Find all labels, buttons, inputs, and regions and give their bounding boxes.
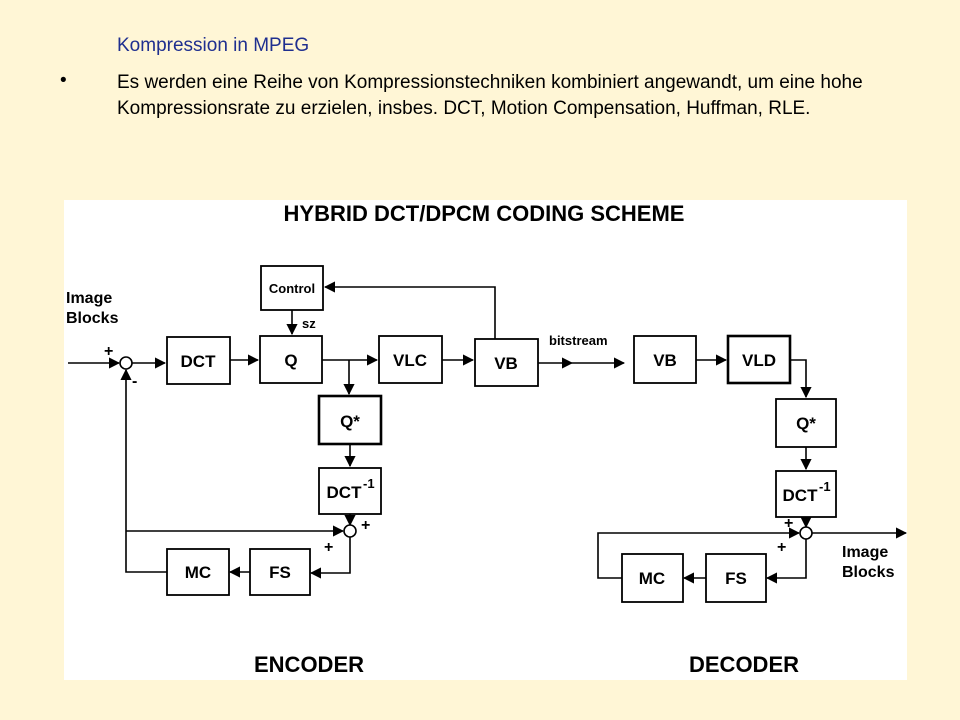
diagram-svg: HYBRID DCT/DPCM CODING SCHEME Image Bloc…	[66, 201, 907, 677]
enc-sum-plus: +	[104, 343, 113, 360]
dec-node-plus-left: +	[777, 539, 786, 556]
decoder-label: DECODER	[689, 652, 799, 677]
vld-label: VLD	[742, 351, 776, 370]
bitstream-label: bitstream	[549, 333, 608, 348]
enc-qinv-box	[317, 394, 383, 446]
enc-node-plus-left: +	[324, 539, 333, 556]
enc-idct-label: DCT	[327, 483, 363, 502]
enc-dct-label: DCT	[181, 352, 217, 371]
diagram-title: HYBRID DCT/DPCM CODING SCHEME	[284, 201, 685, 226]
vld-to-qinv-arrow	[790, 359, 812, 399]
dec-qinv-label: Q*	[796, 414, 816, 433]
enc-qinv-label: Q*	[340, 412, 360, 431]
dec-vb-box	[633, 335, 697, 384]
dec-mc-label: MC	[639, 569, 665, 588]
bullet-symbol: •	[60, 70, 67, 91]
node-to-fs-arrow	[309, 537, 351, 579]
vlc-label: VLC	[393, 351, 427, 370]
dec-vb-label: VB	[653, 351, 677, 370]
enc-vb-box	[474, 338, 539, 387]
dec-node-to-fs-arrow	[765, 539, 807, 584]
output-label-image: Image	[842, 544, 888, 561]
enc-mc-label: MC	[185, 563, 211, 582]
dec-idct-label: DCT	[783, 486, 819, 505]
coding-scheme-diagram: HYBRID DCT/DPCM CODING SCHEME Image Bloc…	[64, 200, 907, 680]
enc-idct-box	[318, 467, 382, 515]
dec-fs-box	[705, 553, 767, 603]
encoder-label: ENCODER	[254, 652, 364, 677]
enc-sum-minus: -	[132, 373, 137, 390]
enc-idct-superscript: -1	[363, 476, 375, 491]
enc-reconstruct-node	[343, 524, 357, 538]
dec-idct-superscript: -1	[819, 479, 831, 494]
dec-idct-box	[775, 470, 837, 518]
input-label-image: Image	[66, 290, 112, 307]
enc-fs-label: FS	[269, 563, 291, 582]
dec-fs-label: FS	[725, 569, 747, 588]
bullet-text: Es werden eine Reihe von Kompressionstec…	[117, 72, 863, 119]
dec-node-plus-top: +	[784, 515, 793, 532]
dec-qinv-box	[775, 398, 837, 448]
enc-vb-label: VB	[494, 354, 518, 373]
output-label-blocks: Blocks	[842, 564, 895, 581]
sz-label: sz	[302, 316, 316, 331]
enc-summing-node	[119, 356, 133, 370]
enc-q-label: Q	[284, 351, 297, 370]
enc-q-box	[259, 335, 323, 384]
slide-title: Kompression in MPEG	[117, 35, 310, 56]
enc-mc-box	[166, 548, 230, 596]
control-box	[260, 265, 324, 311]
control-label: Control	[269, 281, 315, 296]
dec-summing-node	[799, 526, 813, 540]
dec-mc-to-node-arrow	[597, 527, 801, 579]
enc-node-plus-top: +	[361, 517, 370, 534]
vb-to-control-arrow	[323, 281, 496, 339]
input-label-blocks: Blocks	[66, 310, 119, 327]
dec-mc-box	[621, 553, 684, 603]
vld-box	[726, 334, 792, 385]
mc-to-sum-arrow	[120, 368, 167, 573]
